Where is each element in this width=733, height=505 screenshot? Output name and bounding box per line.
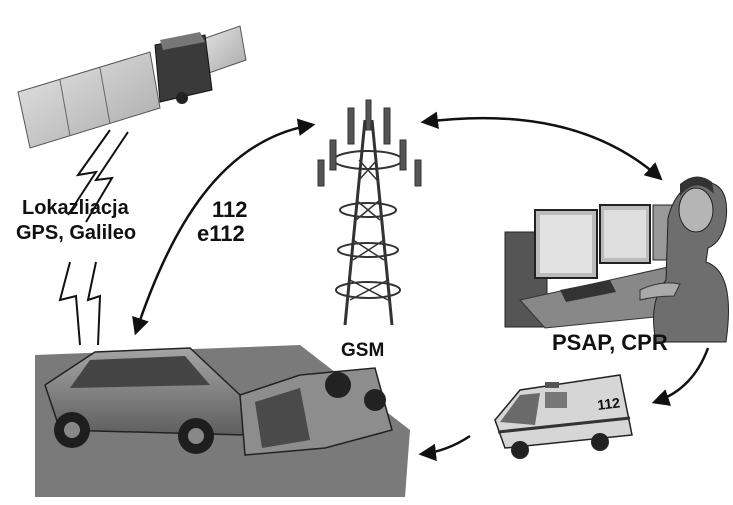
gsm-tower-icon [317, 99, 422, 326]
dispatch-operator-icon [504, 176, 729, 343]
signal-bolt-icon [58, 129, 129, 346]
arrow-car-tower [132, 118, 316, 336]
dispatch-label: PSAP, CPR [552, 330, 668, 355]
location-label-line1: Lokazliacja [22, 197, 129, 219]
satellite-icon [17, 25, 247, 149]
call-label-line1: 112 [212, 197, 248, 222]
ambulance-icon [494, 374, 633, 459]
car-crash-icon [35, 345, 410, 497]
ambulance-label: 112 [596, 394, 621, 413]
call-label-line2: e112 [197, 221, 245, 246]
arrow-tower-psap [420, 111, 663, 181]
flow-arrows [132, 111, 710, 462]
arrow-psap-ambulance [651, 347, 710, 406]
network-label: GSM [341, 340, 385, 361]
location-label-line2: GPS, Galileo [16, 222, 137, 244]
arrow-ambulance-crash [418, 434, 471, 462]
